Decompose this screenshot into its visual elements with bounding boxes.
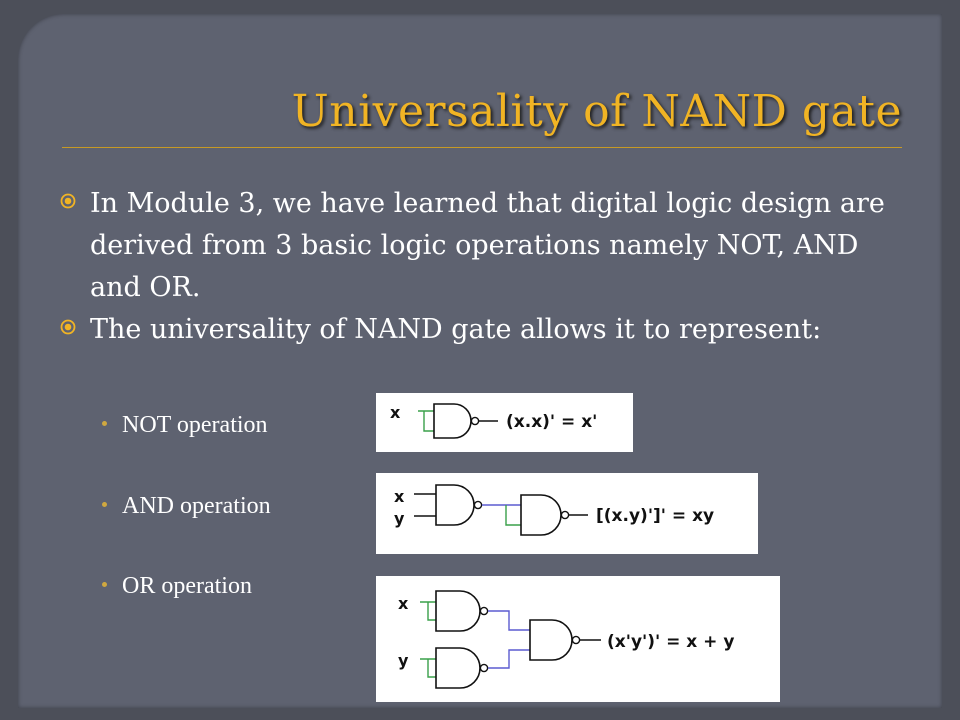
nand-gate-shape: [433, 403, 472, 439]
nand-gate-shape: [435, 484, 475, 526]
bullet-text: In Module 3, we have learned that digita…: [90, 188, 885, 303]
nand-gate-shape: [529, 619, 573, 661]
sub-bullet-text: AND operation: [122, 493, 271, 519]
input-label-x: x: [390, 403, 401, 422]
connecting-wire: [488, 649, 530, 669]
input-label-x: x: [394, 487, 405, 506]
connecting-wire: [505, 505, 521, 526]
nand-gate-shape: [435, 647, 481, 689]
input-wire: [420, 601, 436, 621]
target-bullet-icon: [60, 319, 76, 335]
sub-bullet-or: OR operation: [102, 573, 252, 600]
sub-bullet-and: AND operation: [102, 493, 271, 520]
input-wire: [418, 410, 434, 432]
dot-bullet-icon: [102, 581, 107, 587]
expression-label: [(x.y)']' = xy: [596, 506, 714, 526]
connecting-wire: [488, 610, 530, 631]
target-bullet-icon: [60, 193, 76, 209]
or-gate-diagram: x y (x'y')' = x + y: [376, 576, 780, 702]
dot-bullet-icon: [102, 420, 107, 426]
slide-title: Universality of NAND gate: [291, 86, 902, 137]
inverter-bubble: [479, 606, 489, 616]
title-underline: [62, 147, 902, 148]
input-label-x: x: [398, 594, 409, 613]
inverter-bubble: [470, 416, 480, 426]
nand-gate-shape: [520, 494, 562, 536]
bullet-item: In Module 3, we have learned that digita…: [60, 183, 910, 309]
dot-bullet-icon: [102, 501, 107, 507]
bullet-text: The universality of NAND gate allows it …: [90, 314, 822, 345]
sub-bullet-not: NOT operation: [102, 412, 268, 439]
input-label-y: y: [394, 509, 405, 528]
inverter-bubble: [560, 510, 570, 520]
inverter-bubble: [571, 635, 581, 645]
inverter-bubble: [473, 500, 483, 510]
input-label-y: y: [398, 651, 409, 670]
input-wire: [420, 658, 436, 678]
expression-label: (x.x)' = x': [506, 412, 597, 432]
sub-bullet-text: NOT operation: [122, 412, 268, 438]
nand-gate-shape: [435, 590, 481, 632]
inverter-bubble: [479, 663, 489, 673]
sub-bullet-text: OR operation: [122, 573, 252, 599]
bullet-item: The universality of NAND gate allows it …: [60, 309, 910, 351]
not-gate-diagram: x (x.x)' = x': [376, 393, 633, 452]
expression-label: (x'y')' = x + y: [607, 632, 734, 652]
bullet-list: In Module 3, we have learned that digita…: [60, 183, 910, 351]
and-gate-diagram: x y [(x.y)']' = xy: [376, 473, 758, 554]
